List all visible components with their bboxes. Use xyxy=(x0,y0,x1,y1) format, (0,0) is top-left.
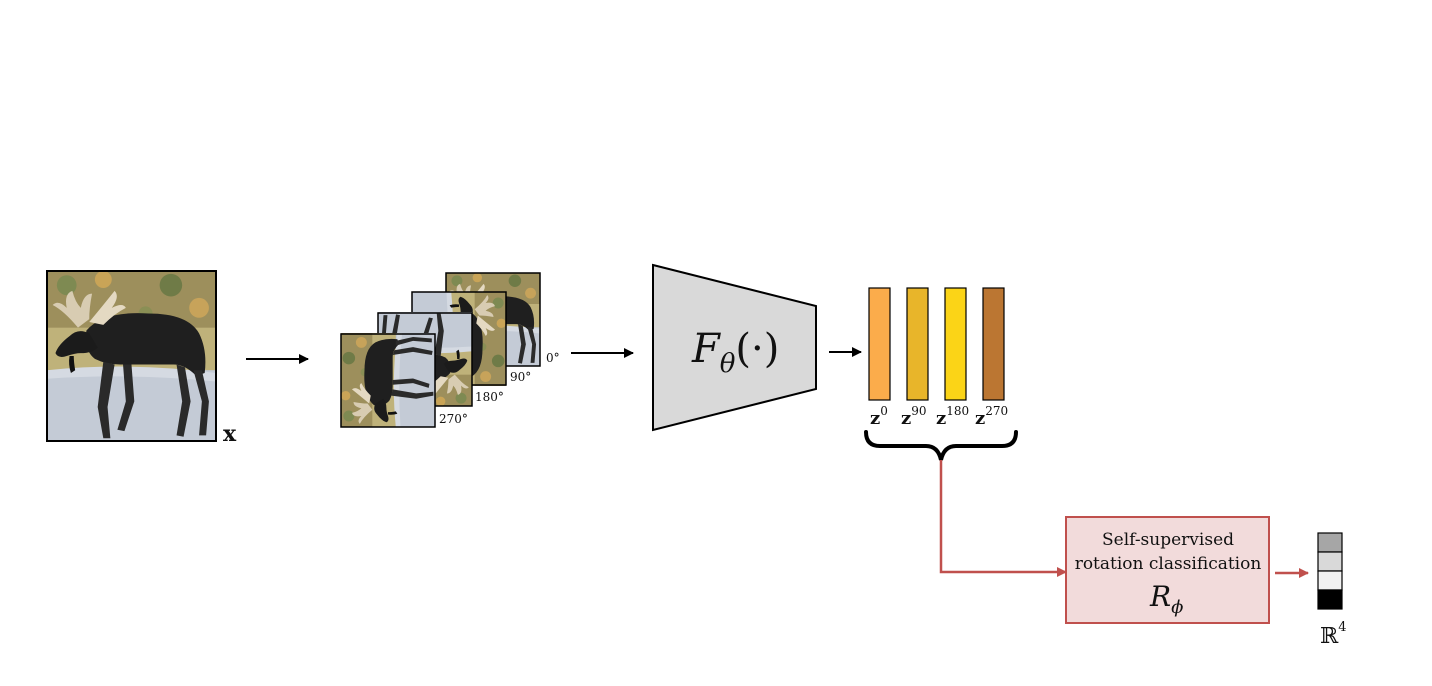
rotation-label-0: 0° xyxy=(546,351,560,365)
input-variable-label: x xyxy=(223,421,237,447)
feature-label-z180: z180 xyxy=(936,404,969,429)
output-cell-3 xyxy=(1317,570,1343,591)
input-image xyxy=(46,270,217,442)
output-cell-1 xyxy=(1317,532,1343,553)
classifier-symbol: Rϕ xyxy=(1149,580,1183,618)
output-space-label: ℝ4 xyxy=(1320,620,1347,649)
output-cell-4 xyxy=(1317,589,1343,610)
encoder-trapezoid xyxy=(652,263,817,432)
rotation-classifier-box xyxy=(1065,516,1270,624)
feature-group-brace xyxy=(864,430,1018,461)
feature-bar-z0 xyxy=(868,287,891,401)
arrow-features-to-classifier xyxy=(939,460,1067,577)
feature-bar-z90 xyxy=(906,287,929,401)
feature-bar-z270 xyxy=(982,287,1005,401)
output-cell-2 xyxy=(1317,551,1343,572)
classifier-title-line2: rotation classification xyxy=(1075,554,1262,574)
encoder-label: Fθ(·) xyxy=(691,326,779,379)
rotation-label-90: 90° xyxy=(510,370,531,384)
classifier-title-line1: Self-supervised xyxy=(1102,530,1234,550)
rotated-image-270 xyxy=(340,333,436,428)
rotation-label-180: 180° xyxy=(475,390,504,404)
feature-label-z90: z90 xyxy=(901,404,927,429)
output-vector xyxy=(1317,532,1343,610)
feature-label-z270: z270 xyxy=(975,404,1008,429)
rotation-label-270: 270° xyxy=(439,412,468,426)
feature-label-z0: z0 xyxy=(870,404,888,429)
feature-bar-z180 xyxy=(944,287,967,401)
